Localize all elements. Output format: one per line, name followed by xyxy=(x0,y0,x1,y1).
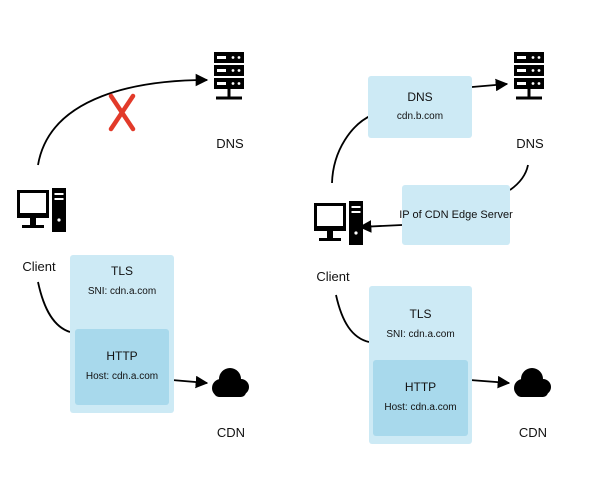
right-dns-label: DNS xyxy=(516,136,544,151)
left-tls-title: TLS xyxy=(110,264,133,278)
right-cdn-label: CDN xyxy=(518,425,548,440)
right-tls-box: TLS SNI: cdn.a.com HTTP Host: cdn.a.com xyxy=(369,286,472,444)
right-tls-sni: SNI: cdn.a.com xyxy=(386,329,455,340)
left-http-title: HTTP xyxy=(106,349,138,363)
left-client-label: Client xyxy=(22,259,56,274)
left-tls-sni: SNI: cdn.a.com xyxy=(87,286,157,297)
x-mark-icon xyxy=(108,93,136,132)
right-dns-query-title: DNS xyxy=(407,90,433,104)
left-client-dns-arc xyxy=(37,73,209,166)
right-http-box: HTTP Host: cdn.a.com xyxy=(373,360,468,436)
computer-icon xyxy=(314,201,363,245)
right-client-tls-curve xyxy=(335,294,370,343)
right-response-client-arrow xyxy=(358,220,403,233)
right-client-dnsbox-curve xyxy=(331,114,373,184)
server-icon xyxy=(514,52,544,100)
right-dns-query-box: DNS cdn.b.com xyxy=(368,76,472,138)
right-client-label: Client xyxy=(316,269,350,284)
right-http-cdn-arrow xyxy=(469,375,511,389)
server-icon xyxy=(214,52,244,100)
left-client-tls-curve xyxy=(37,281,71,333)
left-http-host: Host: cdn.a.com xyxy=(85,371,159,382)
left-tls-box: TLS SNI: cdn.a.com HTTP Host: cdn.a.com xyxy=(70,255,174,413)
right-dnsbox-server-arrow xyxy=(471,78,509,92)
cloud-icon xyxy=(212,368,249,397)
right-tls-title: TLS xyxy=(409,307,432,321)
right-http-host: Host: cdn.a.com xyxy=(384,402,457,413)
left-dns-label: DNS xyxy=(216,136,244,151)
left-cdn-label: CDN xyxy=(216,425,246,440)
right-dns-query-domain: cdn.b.com xyxy=(396,111,444,122)
right-response-box: IP of CDN Edge Server xyxy=(399,185,513,245)
left-http-box: HTTP Host: cdn.a.com xyxy=(75,329,169,405)
right-http-title: HTTP xyxy=(404,380,437,394)
left-http-cdn-arrow xyxy=(171,375,209,389)
cloud-icon xyxy=(514,368,551,397)
right-dns-response-curve xyxy=(509,164,529,191)
computer-icon xyxy=(17,188,66,232)
